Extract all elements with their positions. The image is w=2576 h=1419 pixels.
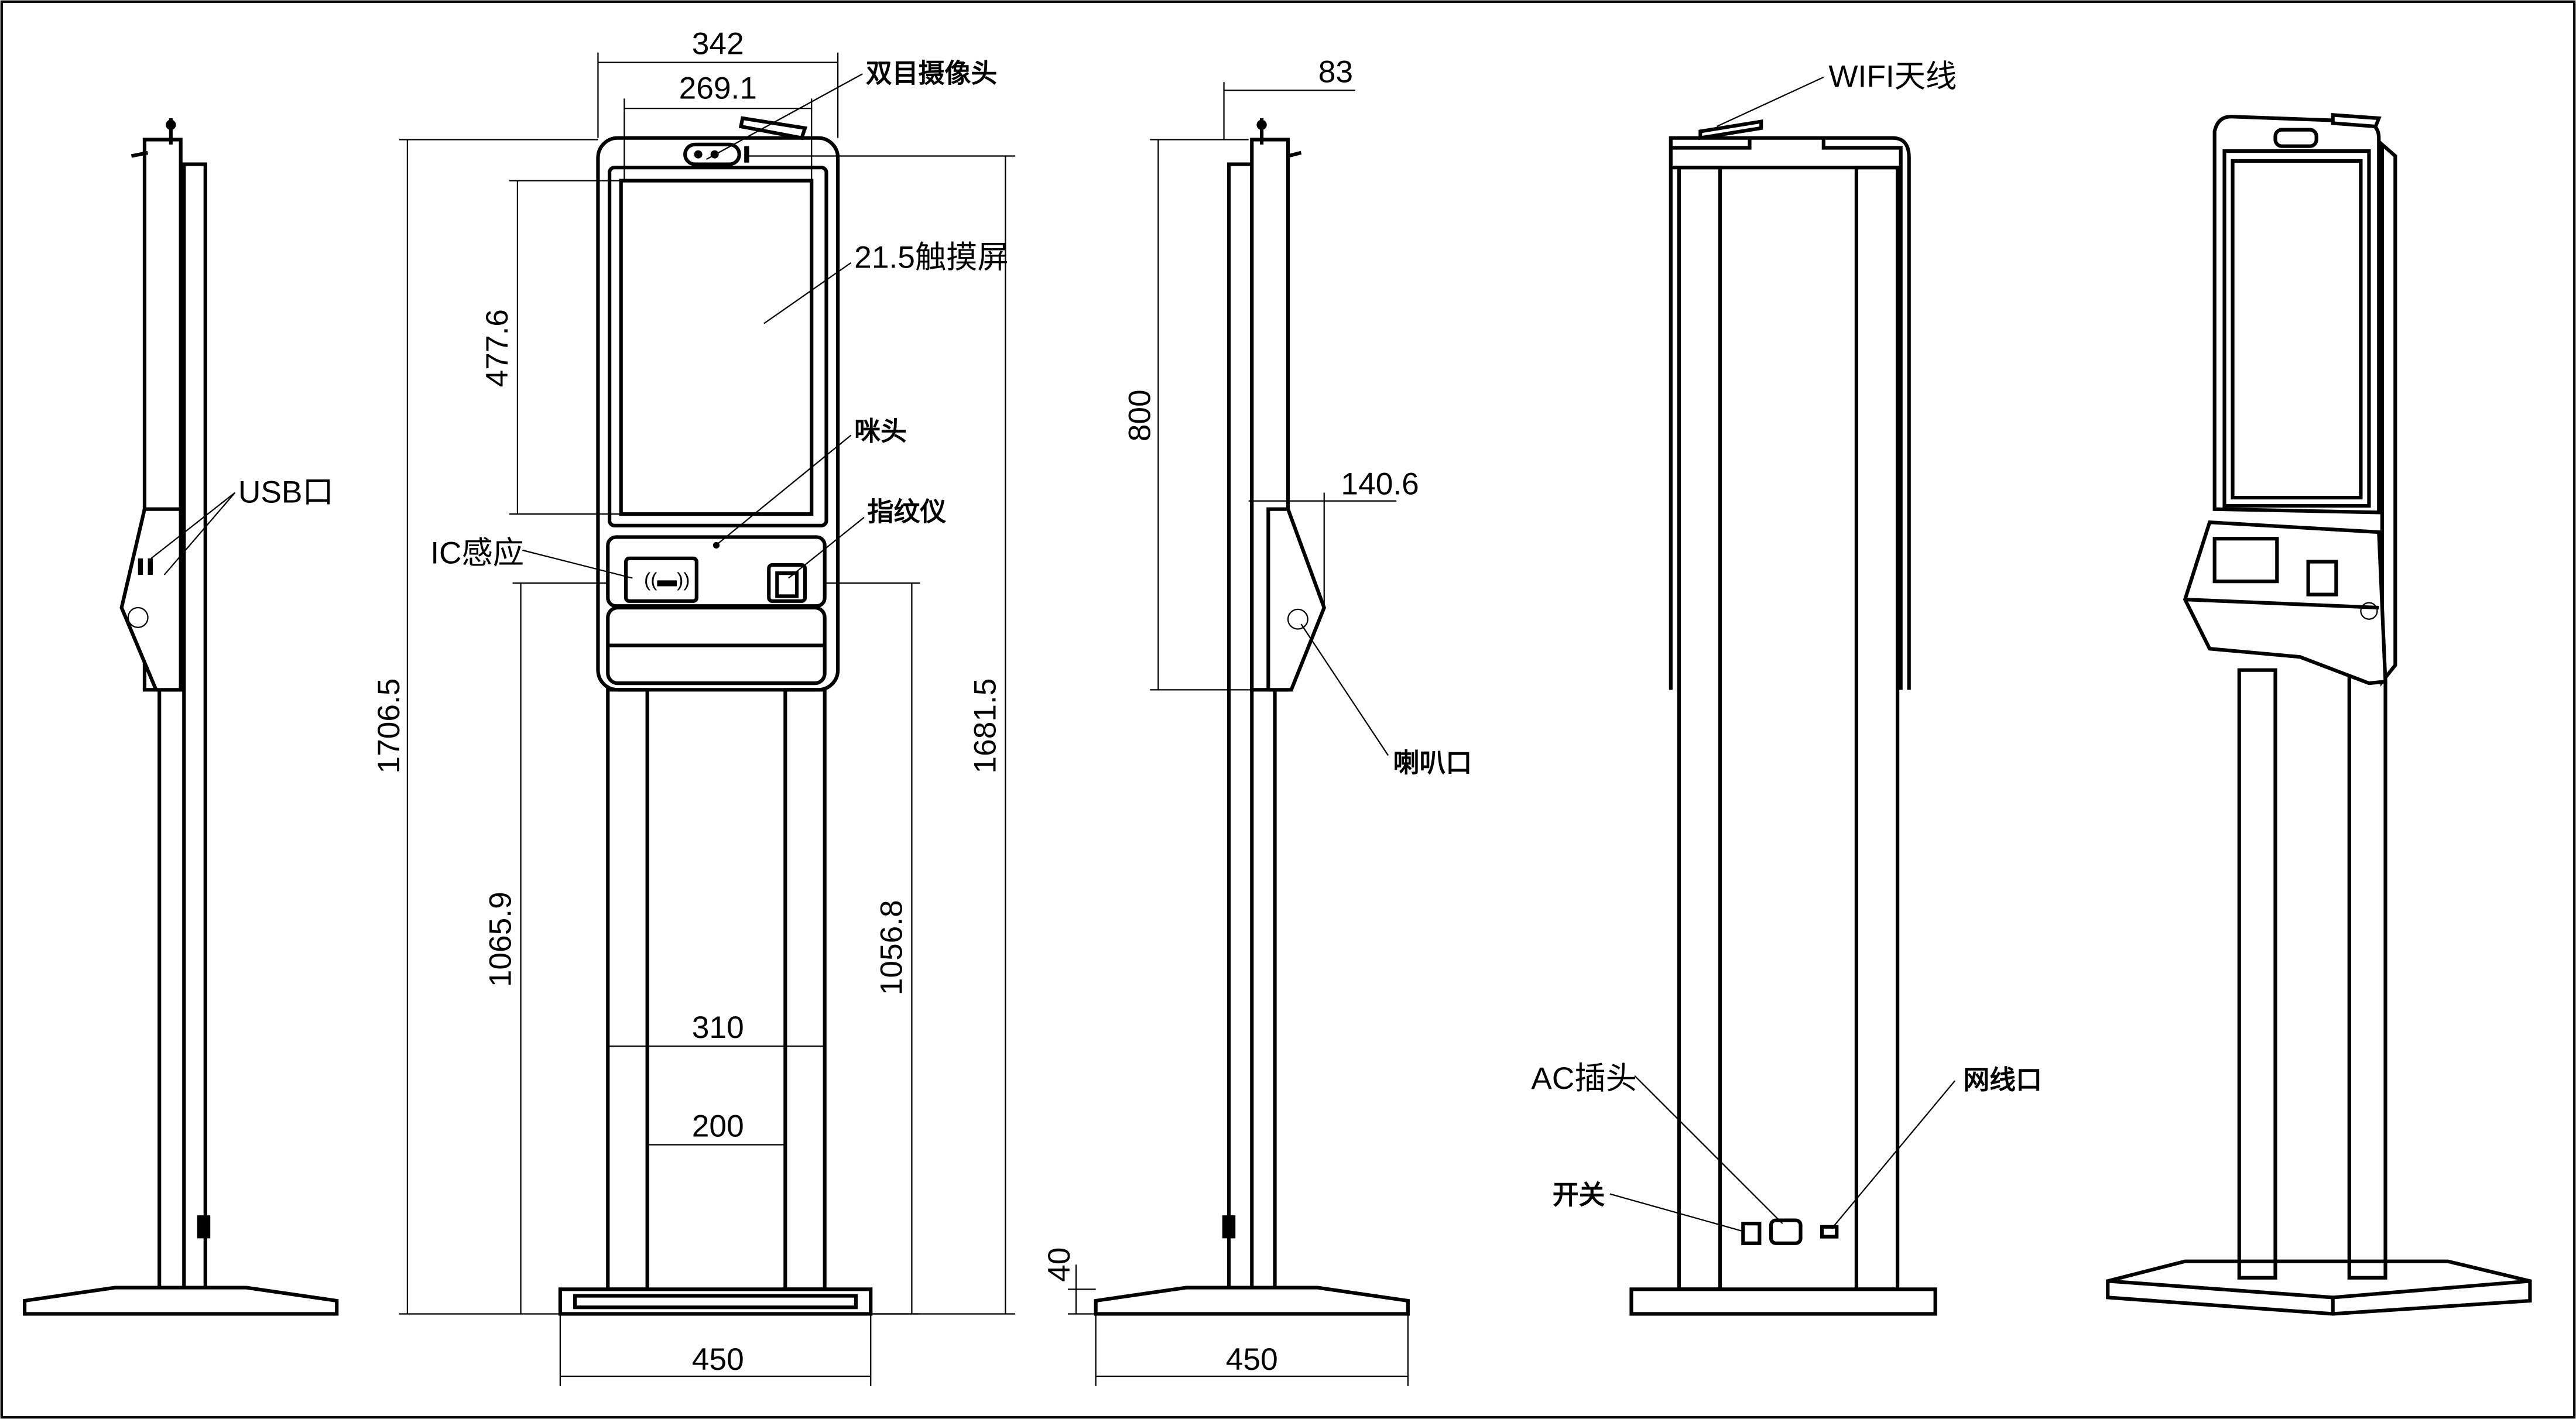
front-view: ((▬)) 342 269.1 477.6 1706.5 [372,27,1016,1386]
dim-module-height-left: 1065.9 [484,892,518,987]
right-side-view: 83 800 140.6 40 450 喇叭口 [1042,54,1472,1386]
dim-base-width-side: 450 [1226,1342,1278,1377]
fingerprint-label: 指纹仪 [868,496,947,526]
dim-screen-width: 269.1 [679,71,757,105]
camera-icon [683,142,741,166]
dim-overall-width: 342 [692,27,744,61]
touchscreen-label: 21.5触摸屏 [854,240,1009,275]
dim-column-outer: 310 [692,1010,744,1045]
wifi-antenna-icon [1698,119,1763,140]
ic-reader-icon [2212,537,2279,584]
ic-reader-icon [624,556,698,603]
speaker-grille-icon [1287,608,1308,630]
fingerprint-icon [767,563,807,603]
network-port-icon [1820,1225,1839,1239]
nfc-waves-icon: ((▬)) [644,570,690,591]
dim-column-inner: 200 [692,1109,744,1143]
back-view: WIFI天线 AC插头 开关 网线口 [1531,60,2042,1316]
dim-panel-height: 800 [1122,389,1157,441]
dim-camera-height: 1681.5 [968,678,1003,774]
dim-depth: 83 [1318,54,1353,89]
power-switch-icon [1741,1222,1762,1245]
dim-screen-height: 477.6 [480,309,515,387]
microphone-label: 咪头 [854,416,907,446]
speaker-label: 喇叭口 [1393,748,1472,778]
speaker-grille-icon [127,606,149,628]
fingerprint-icon [2306,560,2338,597]
dim-module-height-right: 1056.8 [875,900,909,995]
dim-bracket-depth: 140.6 [1341,467,1419,501]
power-switch-label: 开关 [1553,1180,1605,1209]
dim-base-width: 450 [692,1342,744,1377]
ic-reader-label: IC感应 [430,536,524,570]
dim-base-thickness: 40 [1042,1247,1077,1282]
ac-socket-icon [1769,1218,1803,1245]
speaker-grille-icon [2360,602,2378,620]
network-port-label: 网线口 [1963,1065,2042,1095]
usb-port-label: USB口 [238,475,334,510]
ac-plug-label: AC插头 [1531,1061,1637,1096]
camera-label: 双目摄像头 [866,58,997,88]
dim-overall-height: 1706.5 [372,678,406,774]
isometric-view [2106,113,2532,1316]
wifi-antenna-label: WIFI天线 [1828,60,1957,94]
left-side-view: USB口 [23,118,339,1316]
